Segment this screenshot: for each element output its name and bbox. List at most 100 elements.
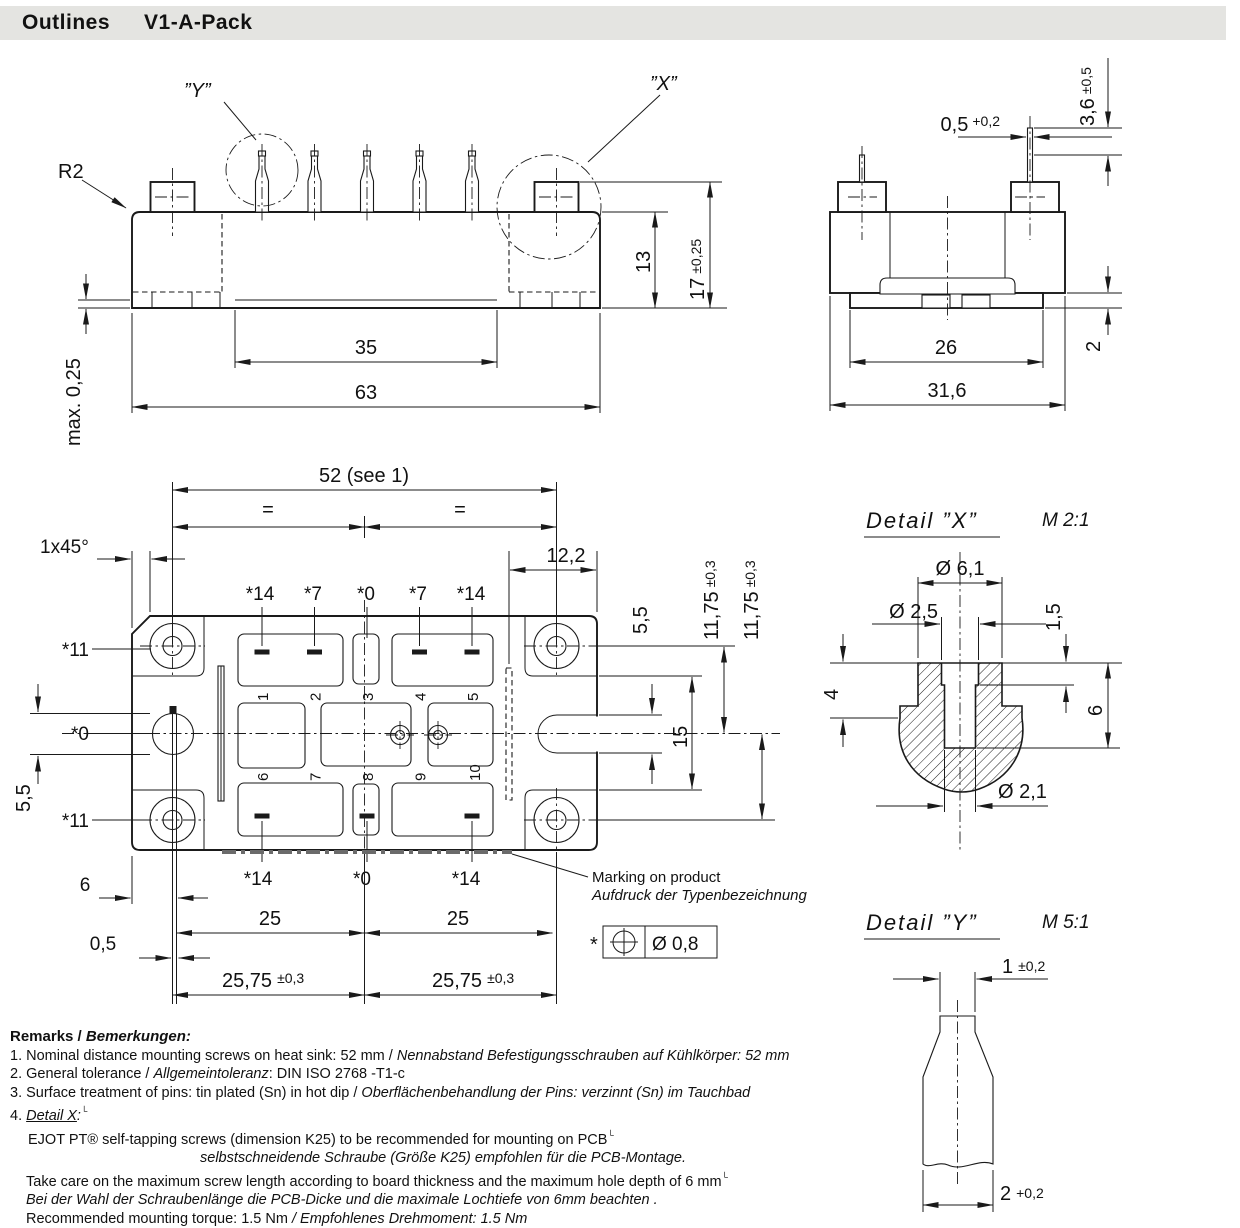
remark-2-tail: : DIN ISO 2768 -T1-c [268,1066,405,1083]
detail-x-scale: M 2:1 [1042,510,1090,531]
svg-text:*14: *14 [457,584,486,605]
title-bar: Outlines V1-A-Pack [0,6,1226,40]
detail-y: Detail ”Y” M 5:1 1±0,2 2+0,2 [864,910,1090,1212]
svg-text:3: 3 [360,693,377,701]
svg-text:*11: *11 [62,811,89,832]
dim-17: 17±0,25 [687,239,709,300]
remark-1-en: 1. Nominal distance mounting screws on h… [10,1047,397,1064]
dim-1175-upper: 11,75±0,3 [701,560,723,640]
dim-2575-right: 25,75±0,3 [432,970,514,992]
dim-4: 4 [821,689,843,700]
remark-3-en: 3. Surface treatment of pins: tin plated… [10,1084,362,1101]
detail-x: Detail ”X” M 2:1 Ø 6,1 Ø 2,5 1,5 [821,508,1122,852]
end-view-centerlines [848,116,1045,320]
dim-flatness: max. 0,25 [63,358,85,446]
svg-text:25: 25 [447,908,469,930]
dim-55-left: 5,5 [13,784,35,812]
mounting-holes [140,614,589,852]
dim-6-depth: 6 [1085,705,1107,716]
remark-4-detail-x: Detail X [26,1108,77,1125]
svg-text:=: = [262,499,274,521]
remark-4a: EJOT PT® self-tapping screws (dimension … [28,1131,608,1148]
svg-text:7: 7 [308,773,325,781]
page-title: Outlines [22,11,111,34]
dim-chamfer: 1x45° [40,537,89,558]
remark-4c: Take care on the maximum screw length ac… [26,1173,722,1190]
dim-15-depth: 1,5 [1043,603,1065,631]
dim-2575-left: 25,75±0,3 [222,970,304,992]
remark-2-en: 2. General tolerance / [10,1066,154,1083]
top-view-dimensions: 52 (see 1) = = 1x45° 12,2 5,5 15 [13,465,775,1004]
dim-dia25: Ø 2,5 [889,601,938,623]
svg-text:4: 4 [413,693,430,701]
r2-label: R2 [58,161,84,183]
marking-callout: Marking on product Aufdruck der Typenbez… [222,850,808,904]
svg-text:*7: *7 [304,584,322,605]
detail-y-title: Detail ”Y” [866,910,978,935]
remark-5-en: Recommended mounting torque: 1.5 Nm [26,1210,292,1227]
side-view-centerlines [155,144,574,236]
svg-text:*14: *14 [244,869,273,890]
marking-label-en: Marking on product [592,869,721,886]
svg-text:*14: *14 [246,584,275,605]
svg-text:25: 25 [259,908,281,930]
remark-4-label: 4. [10,1108,27,1125]
footnote-mark: └ [80,1106,88,1117]
marking-label-de: Aufdruck der Typenbezeichnung [591,887,808,904]
end-view-dimensions: 0,5+0,2 3,6±0,5 2 26 31,6 [829,58,1122,411]
dim-52: 52 (see 1) [319,465,409,487]
pin-marks [254,649,480,819]
star-labels: *14 *7 *0 *7 *14 *14 *0 *14 *11 *11 *0 [62,584,486,890]
svg-text:*: * [590,934,598,956]
position-tolerance-box: * Ø 0,8 [590,925,718,959]
dim-1175-lower: 11,75±0,3 [741,560,763,640]
position-tolerance-value: Ø 0,8 [652,934,698,955]
remark-3-de: Oberflächenbehandlung der Pins: verzinnt… [361,1084,751,1101]
dim-13: 13 [633,251,655,273]
detail-x-section [898,662,1024,793]
detail-y-scale: M 5:1 [1042,912,1090,933]
dim-pin-width: 0,5+0,2 [941,113,1001,136]
side-view-hidden-lines [133,214,599,307]
svg-text:9: 9 [413,773,430,781]
svg-text:1: 1 [255,693,272,701]
pcb-screws [386,721,452,749]
dim-dia21: Ø 2,1 [998,781,1047,803]
detail-x-reference-circle [496,154,602,260]
dim-05: 0,5 [90,934,116,955]
svg-text:2: 2 [308,693,325,701]
detail-y-pin-outline [922,1015,994,1168]
detail-x-title: Detail ”X” [866,508,978,533]
remark-4b: selbstschneidende Schraube (Größe K25) e… [200,1150,687,1167]
side-view: R2 ”Y” ”X” 35 63 max. 0,25 13 [58,73,727,446]
dim-55-right: 5,5 [630,606,652,634]
side-view-dimensions: 35 63 max. 0,25 13 17±0,25 [63,181,727,446]
terminal-blocks [237,633,494,837]
remark-2-de: Allgemeintoleranz [153,1066,269,1083]
right-dashed-bar [505,667,513,801]
dim-316: 31,6 [928,380,967,402]
svg-text:*11: *11 [62,640,89,661]
remark-4d: Bei der Wahl der Schraubenlänge die PCB-… [26,1192,658,1209]
remark-1-de: Nennabstand Befestigungsschrauben auf Kü… [396,1047,790,1064]
right-edge-slot [537,714,597,754]
svg-text:*14: *14 [452,869,481,890]
svg-text:6: 6 [255,773,272,781]
dim-pin-length: 3,6±0,5 [1077,67,1099,126]
dim-6: 6 [80,875,91,896]
dim-baseplate-2: 2 [1083,341,1105,352]
svg-text:10: 10 [467,764,484,781]
dim-35: 35 [355,337,377,359]
svg-text:*0: *0 [357,584,375,605]
remarks-heading-en: Remarks / [10,1028,86,1045]
end-view: 0,5+0,2 3,6±0,5 2 26 31,6 [829,58,1122,411]
dim-2: 2+0,2 [1000,1183,1044,1205]
detail-x-dimensions: Ø 6,1 Ø 2,5 1,5 4 6 Ø 2,1 [821,558,1120,812]
remarks-block: Remarks / Bemerkungen: 1. Nominal distan… [10,1028,790,1227]
detail-x-ref-label: ”X” [650,73,678,95]
pin-numbers: 1 2 3 4 5 6 7 8 9 10 [255,693,484,781]
svg-text:*7: *7 [409,584,427,605]
dim-26: 26 [935,337,957,359]
